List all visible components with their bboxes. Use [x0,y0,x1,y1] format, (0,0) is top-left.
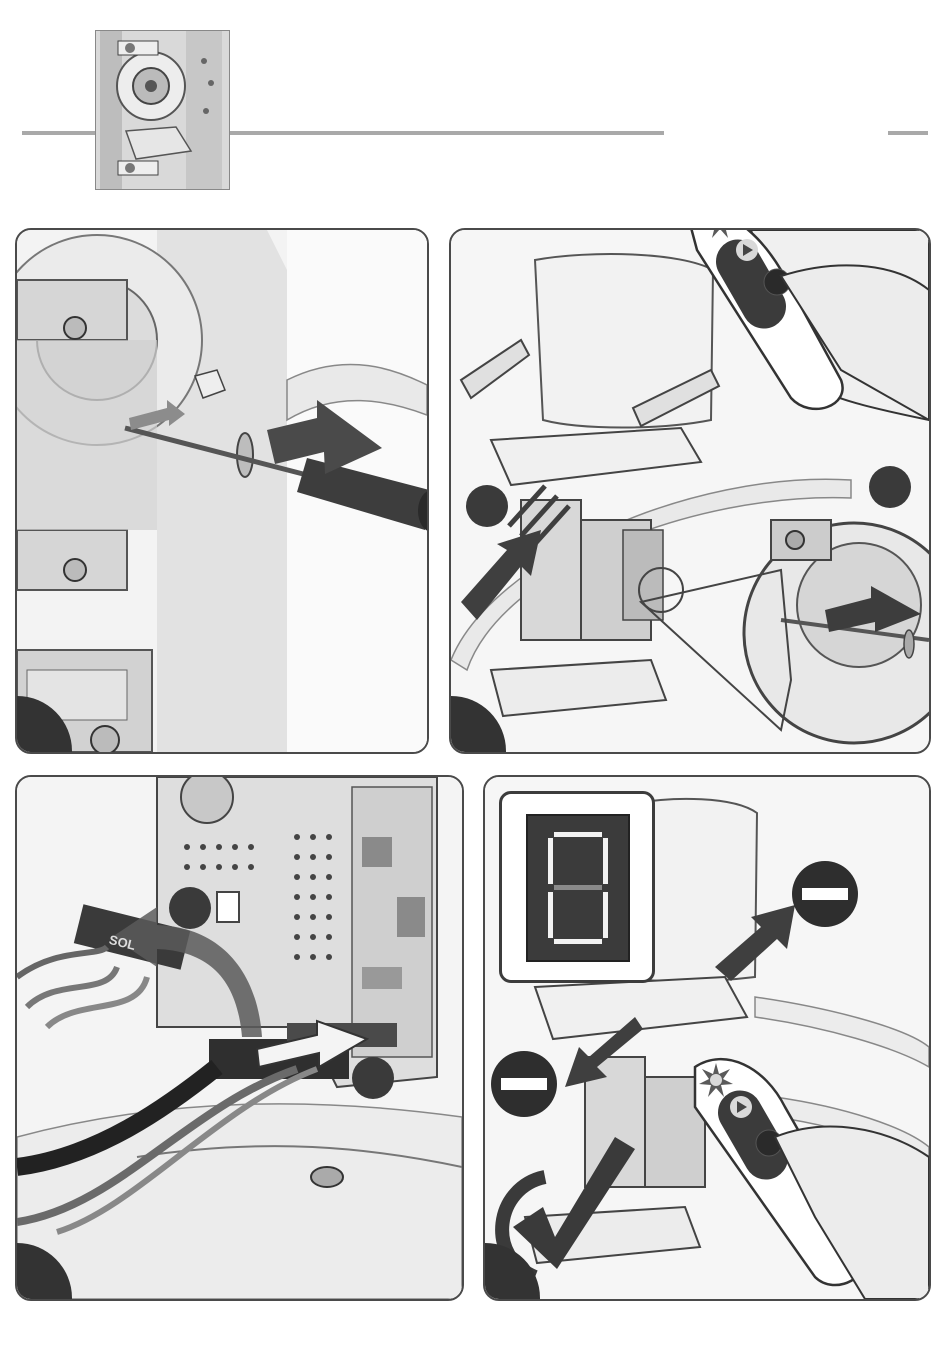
header-rule-right [888,131,928,135]
step-3-illustration [17,777,462,1299]
segment-e [548,892,553,938]
step-2-panel [449,228,931,754]
segment-d [554,939,602,944]
segment-f [548,838,553,884]
segment-c [603,892,608,938]
header-rule-left [22,131,96,135]
step-3-callout-right [352,1057,394,1099]
step-2-callout-right [869,466,911,508]
step-1-panel [15,228,429,754]
step-1-illustration [17,230,427,752]
step-2-illustration [451,230,929,752]
flash-burst-icon [699,1063,733,1097]
segment-g [554,885,602,890]
segment-a [554,832,602,837]
wheel-assembly-thumbnail [95,30,230,190]
segment-b [603,838,608,884]
seven-segment-display [526,814,630,962]
step-3-panel: SOL [15,775,464,1301]
minus-badge-upper [792,861,858,927]
step-4-panel [483,775,931,1301]
seven-segment-display-panel [499,791,655,983]
header-rule-middle [228,131,664,135]
step-3-callout-top [169,887,211,929]
flash-burst-icon [703,228,737,238]
minus-badge-lower [491,1051,557,1117]
step-2-callout-left [466,485,508,527]
